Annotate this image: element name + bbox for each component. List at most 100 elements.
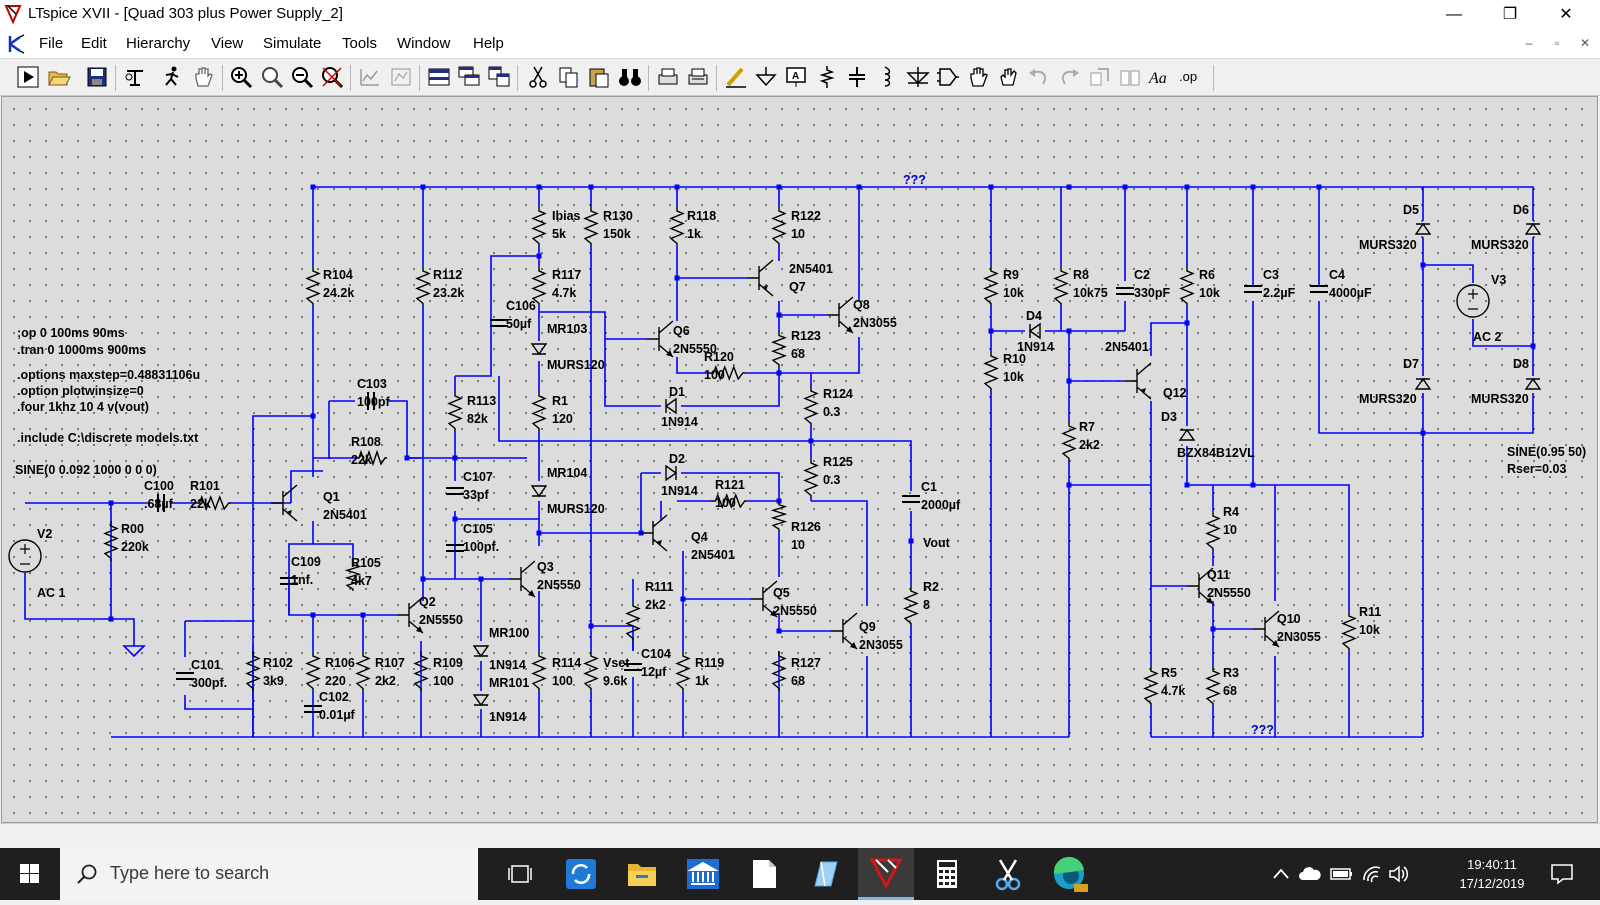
resistor-r124[interactable] [803, 386, 819, 426]
resistor-r9[interactable] [983, 266, 999, 306]
zoom-fit-icon[interactable] [320, 65, 344, 89]
transistor-q6[interactable] [647, 320, 674, 358]
menu-simulate[interactable]: Simulate [263, 35, 322, 52]
diode-icon[interactable] [906, 65, 930, 89]
diode-d4[interactable] [1028, 322, 1041, 340]
resistor-r121[interactable] [711, 493, 747, 509]
capacitor-c1[interactable] [902, 495, 920, 503]
transistor-q9[interactable] [831, 612, 858, 650]
maximize-button[interactable]: ❐ [1502, 6, 1518, 23]
resistor-r106[interactable] [305, 651, 321, 691]
print-setup-icon[interactable] [686, 65, 710, 89]
transistor-q8[interactable] [827, 296, 854, 334]
resistor-r102[interactable] [245, 651, 261, 691]
transistor-q5[interactable] [751, 580, 778, 618]
menu-help[interactable]: Help [473, 35, 504, 52]
capacitor-c3[interactable] [1244, 285, 1262, 293]
volume-icon[interactable] [1388, 864, 1410, 884]
rotate-icon[interactable] [1088, 65, 1112, 89]
label-net-icon[interactable]: A [784, 65, 808, 89]
inductor-icon[interactable] [875, 65, 899, 89]
capacitor-c2[interactable] [1116, 287, 1134, 295]
capacitor-c109[interactable] [280, 577, 298, 585]
mdi-minimize-button[interactable]: – [1525, 36, 1533, 50]
capacitor-c101[interactable] [176, 672, 194, 680]
diode-mr100[interactable] [472, 645, 490, 658]
redo-icon[interactable] [1057, 65, 1081, 89]
resistor-r127[interactable] [771, 651, 787, 691]
transistor-q11[interactable] [1187, 567, 1214, 605]
capacitor-c4[interactable] [1310, 285, 1328, 293]
minimize-button[interactable]: — [1446, 6, 1462, 23]
diode-mr101[interactable] [472, 694, 490, 707]
resistor-r101[interactable] [195, 495, 231, 511]
resistor-r108[interactable] [355, 449, 387, 467]
calculator-icon[interactable] [919, 848, 975, 900]
capacitor-c106[interactable] [490, 319, 508, 327]
resistor-r7[interactable] [1061, 421, 1077, 461]
resistor-r10[interactable] [983, 351, 999, 391]
resistor-icon[interactable] [815, 65, 839, 89]
wire-icon[interactable] [724, 65, 748, 89]
close-button[interactable]: ✕ [1559, 6, 1573, 23]
mdi-close-button[interactable]: ✕ [1579, 36, 1591, 50]
bank-app-icon[interactable] [675, 848, 731, 900]
resistor-r104[interactable] [305, 266, 321, 306]
menu-hierarchy[interactable]: Hierarchy [126, 35, 191, 52]
schematic-doc-icon[interactable] [6, 33, 28, 55]
transistor-q4[interactable] [641, 514, 668, 552]
zoom-area-icon[interactable] [260, 65, 284, 89]
zoom-in-icon[interactable] [229, 65, 253, 89]
capacitor-c107[interactable] [446, 487, 464, 495]
resistor-r4[interactable] [1205, 511, 1221, 551]
capacitor-c100[interactable] [157, 494, 165, 512]
paint-icon[interactable] [797, 848, 853, 900]
search-box[interactable]: Type here to search [60, 848, 478, 900]
capacitor-icon[interactable] [845, 65, 869, 89]
battery-icon[interactable] [1330, 866, 1354, 882]
diode-d3[interactable] [1178, 428, 1196, 441]
diode-mr104[interactable] [530, 485, 548, 498]
resistor-r8[interactable] [1053, 266, 1069, 306]
notepad-icon[interactable] [736, 848, 792, 900]
clock[interactable]: 19:40:11 17/12/2019 [1446, 855, 1538, 893]
resistor-r109[interactable] [413, 651, 429, 691]
resistor-r125[interactable] [803, 458, 819, 498]
drag-icon[interactable] [997, 65, 1021, 89]
diode-d2[interactable] [665, 464, 678, 482]
transistor-q7[interactable] [747, 259, 774, 297]
start-button[interactable] [0, 848, 58, 900]
diode-d5[interactable] [1414, 222, 1432, 235]
paste-icon[interactable] [587, 65, 611, 89]
diode-d7[interactable] [1414, 377, 1432, 390]
resistor-r126[interactable] [770, 501, 788, 531]
transistor-q2[interactable] [397, 596, 424, 634]
resistor-r113[interactable] [447, 391, 463, 431]
snipping-tool-icon[interactable] [980, 848, 1036, 900]
diode-d6[interactable] [1524, 222, 1542, 235]
task-view-icon[interactable] [492, 848, 548, 900]
autorange-icon[interactable] [358, 65, 382, 89]
capacitor-c105[interactable] [446, 544, 464, 552]
resistor-r105[interactable] [344, 561, 362, 591]
menu-tools[interactable]: Tools [342, 35, 378, 52]
edge-dev-icon[interactable] [1041, 848, 1097, 900]
text-icon[interactable]: Aa [1148, 65, 1172, 89]
component-icon[interactable] [936, 65, 960, 89]
resistor-r11[interactable] [1341, 611, 1357, 651]
resistor-r122[interactable] [771, 206, 787, 246]
capacitor-c102[interactable] [304, 705, 322, 713]
plot-settings-icon[interactable] [389, 65, 413, 89]
capacitor-c103[interactable] [367, 392, 375, 410]
file-explorer-icon[interactable] [614, 848, 670, 900]
menu-file[interactable]: File [39, 35, 64, 52]
resistor-r2[interactable] [903, 586, 919, 626]
copy-icon[interactable] [557, 65, 581, 89]
resistor-r107[interactable] [355, 651, 371, 691]
transistor-q3[interactable] [509, 560, 536, 598]
menu-edit[interactable]: Edit [81, 35, 107, 52]
zoom-out-icon[interactable] [290, 65, 314, 89]
resistor-r6[interactable] [1179, 266, 1195, 306]
diode-d8[interactable] [1524, 377, 1542, 390]
